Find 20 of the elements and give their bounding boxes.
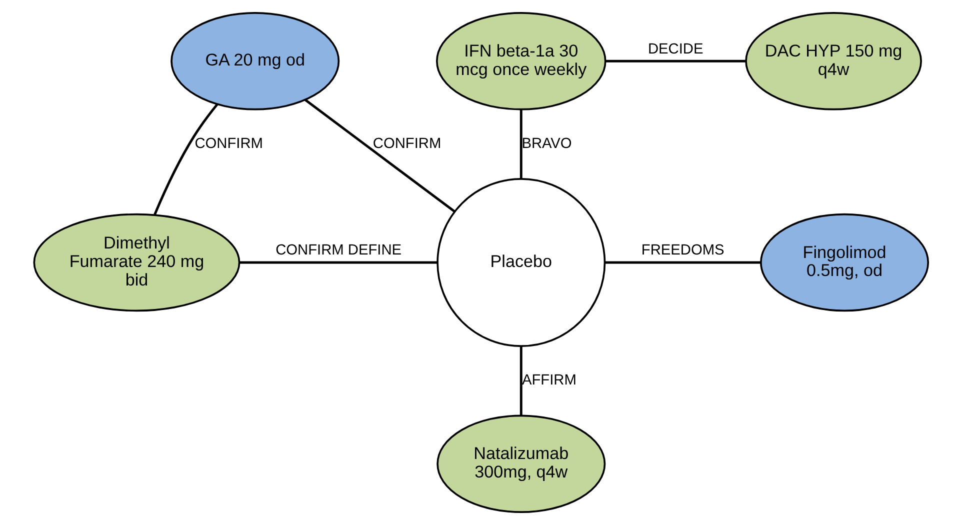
edge-label: CONFIRM bbox=[194, 136, 262, 152]
connector bbox=[605, 60, 746, 62]
node-ellipse: GA 20 mg od bbox=[170, 12, 340, 110]
connector bbox=[519, 346, 522, 416]
node-ellipse: IFN beta-1a 30 mcg once weekly bbox=[436, 12, 606, 110]
node-circle: Placebo bbox=[436, 178, 606, 348]
edge-label: BRAVO bbox=[521, 136, 572, 152]
connector bbox=[304, 98, 455, 213]
node-ellipse: Fingolimod 0.5mg, od bbox=[760, 213, 929, 312]
node-ellipse: DAC HYP 150 mg q4w bbox=[744, 12, 922, 110]
connector bbox=[239, 261, 437, 264]
node-ellipse: Natalizumab 300mg, q4w bbox=[436, 414, 606, 513]
edge-label: CONFIRM bbox=[372, 136, 441, 152]
connector bbox=[153, 104, 218, 216]
edge-label: FREEDOMS bbox=[640, 242, 724, 259]
node-ellipse: Dimethyl Fumarate 240 mg bid bbox=[32, 213, 240, 312]
edge-label: CONFIRM DEFINE bbox=[275, 242, 402, 259]
edge-label: DECIDE bbox=[647, 41, 703, 58]
connector bbox=[519, 110, 522, 179]
connector bbox=[604, 261, 760, 264]
